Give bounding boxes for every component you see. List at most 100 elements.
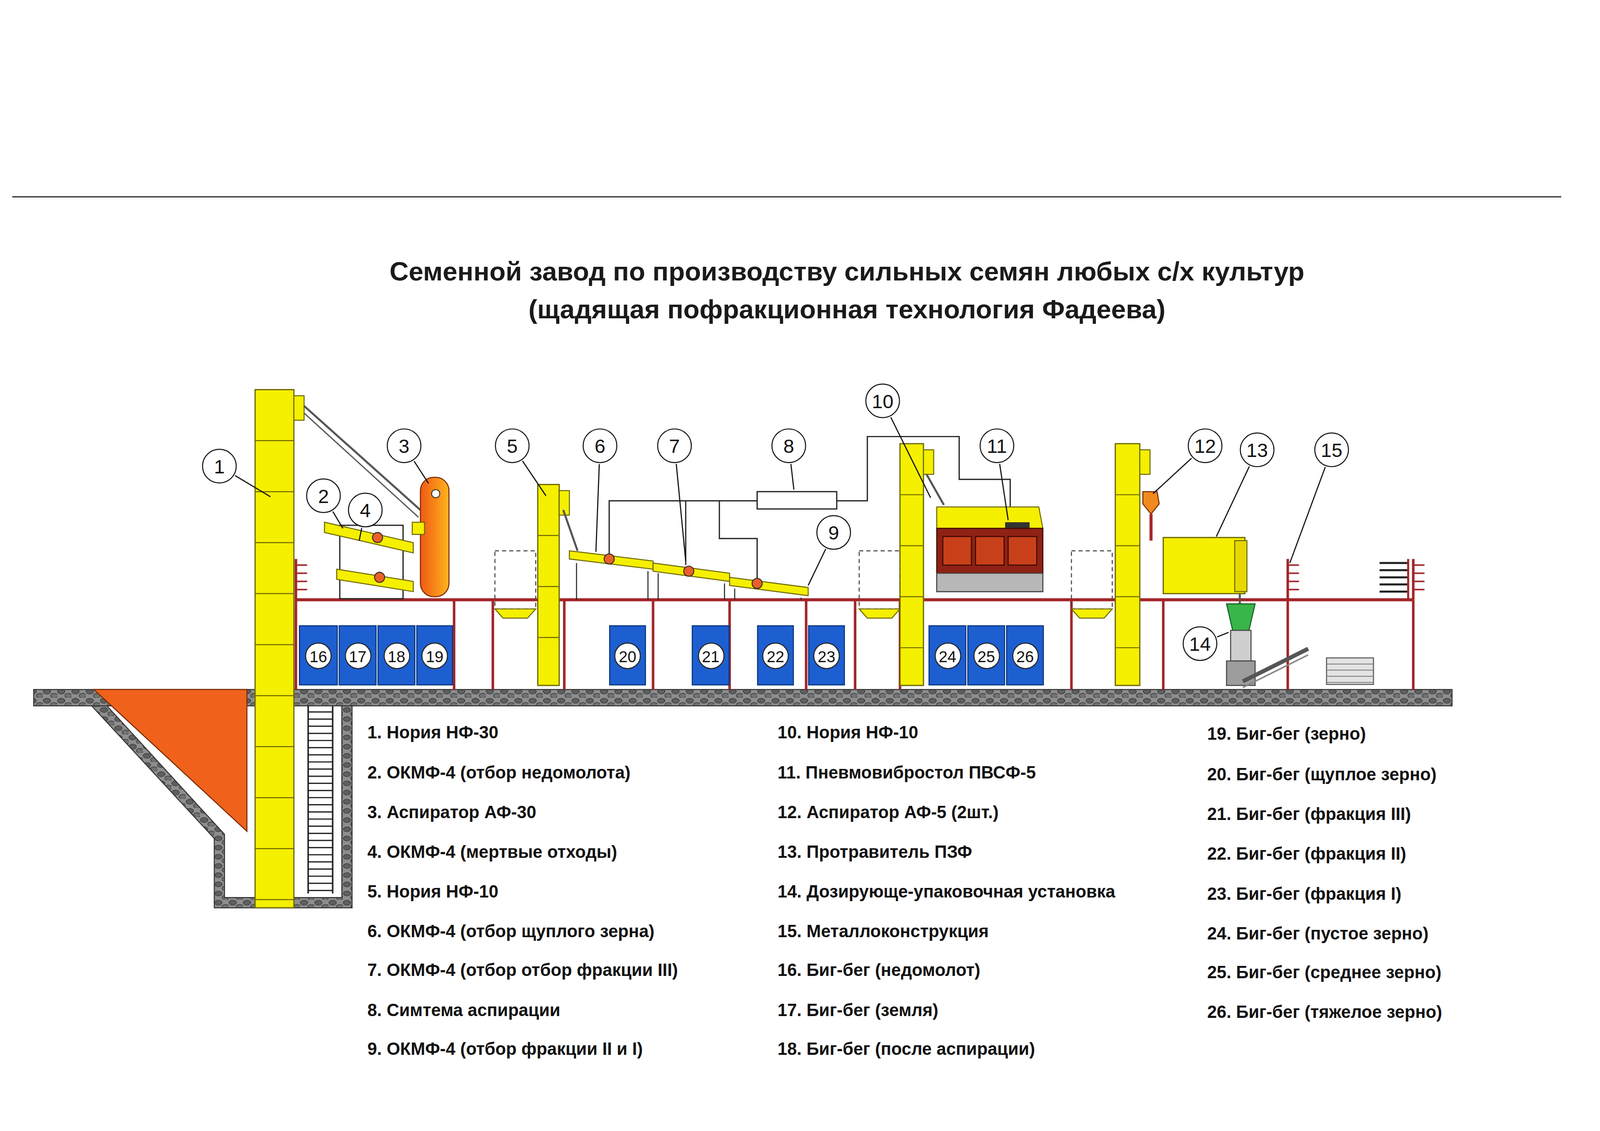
table-base xyxy=(936,573,1043,592)
callout-number: 14 xyxy=(1182,626,1218,662)
key-item: 15. Металлоконструкция xyxy=(777,922,989,943)
ladder-rung xyxy=(307,718,333,720)
frame-post xyxy=(651,599,655,690)
node-text: 2 xyxy=(317,486,329,506)
callout-number: 7 xyxy=(656,428,692,464)
leader-line xyxy=(1217,632,1229,638)
key-item: 6. ОКМФ-4 (отбор щуплого зерна) xyxy=(367,922,655,943)
callout-number: 15 xyxy=(1314,432,1350,468)
sieve-leg xyxy=(724,583,725,600)
spout xyxy=(1238,594,1241,605)
callout-number: 10 xyxy=(865,383,901,419)
key-item: 19. Биг-бег (зерно) xyxy=(1207,724,1366,745)
leader-line xyxy=(791,463,795,490)
big-bag: 25 xyxy=(967,625,1006,686)
bin-hopper xyxy=(495,609,536,619)
leader-line xyxy=(522,461,546,496)
ladder-rung xyxy=(307,754,333,756)
aspirator-port xyxy=(431,489,440,499)
node-text: 4 xyxy=(359,500,371,520)
table-window xyxy=(975,536,1005,566)
node-text: 14 xyxy=(1189,634,1211,654)
frame-post xyxy=(562,599,566,690)
elevator-joint xyxy=(1115,545,1141,547)
node-text: 8 xyxy=(783,436,795,456)
elevator-nf10 xyxy=(900,443,924,686)
spout xyxy=(1149,514,1153,541)
railing-bar xyxy=(296,572,308,574)
table-window xyxy=(943,536,972,566)
elevator-nf30 xyxy=(255,389,294,908)
callout-number: 9 xyxy=(816,515,851,550)
bag-conveyor xyxy=(1242,655,1309,688)
pallet xyxy=(1326,658,1374,685)
railing-bar xyxy=(1287,580,1300,583)
elevator-joint xyxy=(537,535,560,537)
callout-number: 5 xyxy=(495,428,530,464)
key-item: 18. Биг-бег (после аспирации) xyxy=(777,1039,1035,1060)
railing-bar xyxy=(1413,580,1425,583)
elevator-joint xyxy=(255,899,294,901)
railing-bar xyxy=(1379,583,1409,586)
ladder-rung xyxy=(307,883,333,885)
node-text: 12 xyxy=(1194,436,1216,456)
key-item: 4. ОКМФ-4 (мертвые отходы) xyxy=(367,842,618,863)
node-text: 3 xyxy=(398,436,410,456)
frame-post xyxy=(1286,599,1290,690)
treater-pzf xyxy=(1163,537,1246,595)
frame-post xyxy=(452,599,456,690)
vibro-motor xyxy=(374,572,385,583)
node-text: 16 xyxy=(305,642,332,669)
node-text: 13 xyxy=(1246,440,1268,460)
callout-number: 1 xyxy=(202,448,237,484)
bin-hopper xyxy=(859,609,900,619)
bag-conveyor xyxy=(1242,648,1309,682)
railing-post xyxy=(1407,559,1409,600)
frame-post xyxy=(1070,599,1074,690)
node-text: 25 xyxy=(973,642,1000,669)
ladder-rung xyxy=(307,811,333,814)
dosing-column xyxy=(1230,630,1251,662)
elevator-joint xyxy=(1115,596,1141,598)
elevator-joint xyxy=(900,596,924,598)
frame-post xyxy=(853,599,857,690)
elevator-joint xyxy=(255,440,294,442)
node-text: 23 xyxy=(813,642,840,669)
key-item: 2. ОКМФ-4 (отбор недомолота) xyxy=(367,763,631,784)
aspirator-af30 xyxy=(420,477,449,598)
dosing-funnel xyxy=(1226,604,1256,631)
bin-hopper xyxy=(1071,609,1112,619)
elevator-joint xyxy=(255,542,294,544)
big-bag: 17 xyxy=(338,625,377,686)
node-text: 20 xyxy=(614,642,641,669)
ladder-rung xyxy=(307,861,333,864)
table-body xyxy=(936,528,1043,593)
ladder-rung xyxy=(307,740,333,742)
ladder-rung xyxy=(307,890,333,892)
ladder-rung xyxy=(307,875,333,878)
node-text: 6 xyxy=(594,436,606,456)
ladder-rung xyxy=(307,790,333,792)
key-item: 7. ОКМФ-4 (отбор отбор фракции III) xyxy=(367,961,678,982)
railing-bar xyxy=(296,580,308,583)
elevator-joint xyxy=(255,644,294,646)
railing-bar xyxy=(1287,564,1300,566)
railing-bar xyxy=(1287,572,1300,574)
key-item: 23. Биг-бег (фракция I) xyxy=(1207,884,1402,905)
key-item: 11. Пневмовибростол ПВСФ-5 xyxy=(777,763,1036,784)
elevator-joint xyxy=(255,593,294,595)
leader-line xyxy=(999,463,1009,521)
sieve-okmf xyxy=(652,563,730,582)
pallet-bag-row xyxy=(1326,663,1374,665)
railing-bar xyxy=(1379,590,1409,593)
railing-bar xyxy=(1287,588,1300,591)
railing-bar xyxy=(296,588,308,591)
big-bag: 23 xyxy=(807,625,845,686)
elevator-joint xyxy=(255,695,294,697)
sieve-okmf xyxy=(569,551,653,570)
leader-line xyxy=(1289,467,1326,563)
key-item: 25. Биг-бег (среднее зерно) xyxy=(1207,963,1442,984)
ladder-rung xyxy=(307,761,333,763)
node-text: 19 xyxy=(421,642,449,669)
